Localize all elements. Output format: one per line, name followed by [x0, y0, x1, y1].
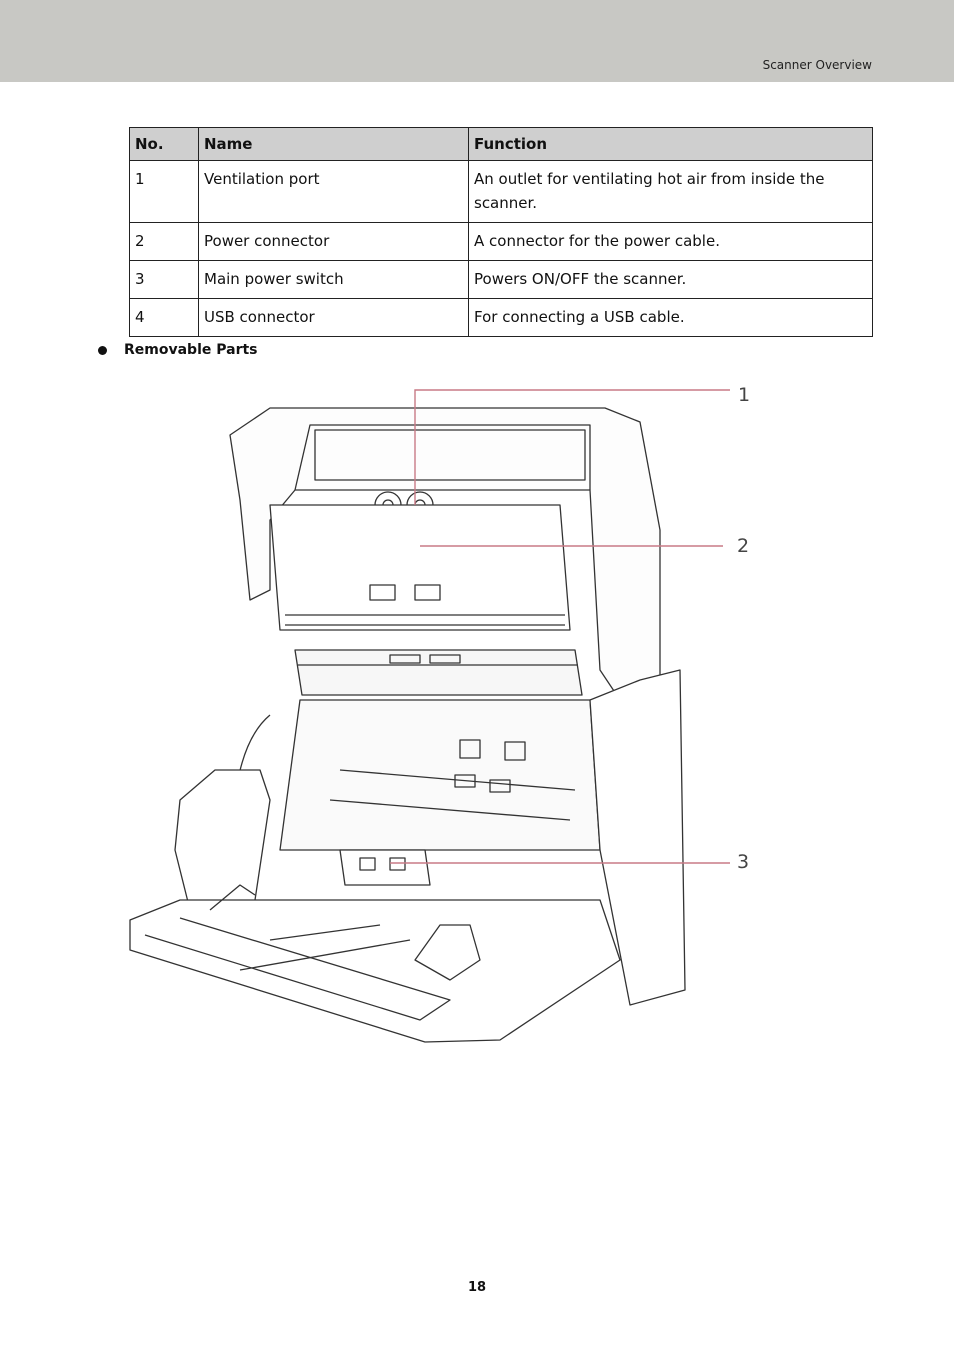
- cell-function: An outlet for ventilating hot air from i…: [468, 160, 873, 223]
- cell-no: 3: [129, 260, 199, 299]
- cell-no: 1: [129, 160, 199, 223]
- table-header-row: No. Name Function: [129, 127, 873, 161]
- callout-2-label: 2: [737, 535, 750, 557]
- callout-1-label: 1: [738, 384, 751, 406]
- cell-no: 2: [129, 222, 199, 261]
- header-title: Scanner Overview: [762, 58, 872, 72]
- cell-name: Power connector: [198, 222, 469, 261]
- cell-name: Main power switch: [198, 260, 469, 299]
- cell-function: For connecting a USB cable.: [468, 298, 873, 337]
- cell-name: Ventilation port: [198, 160, 469, 223]
- scanner-illustration: [129, 389, 730, 1043]
- cell-name: USB connector: [198, 298, 469, 337]
- table-row: 3 Main power switch Powers ON/OFF the sc…: [129, 260, 873, 299]
- column-header-no: No.: [129, 127, 199, 161]
- bullet-icon: [98, 345, 107, 355]
- cell-no: 4: [129, 298, 199, 337]
- page-number: 18: [467, 1280, 487, 1295]
- parts-table: No. Name Function 1 Ventilation port An …: [129, 127, 873, 337]
- table-row: 4 USB connector For connecting a USB cab…: [129, 298, 873, 337]
- cell-function: A connector for the power cable.: [468, 222, 873, 261]
- table-row: 1 Ventilation port An outlet for ventila…: [129, 160, 873, 223]
- column-header-name: Name: [198, 127, 469, 161]
- header-band: Scanner Overview: [0, 0, 954, 82]
- table-row: 2 Power connector A connector for the po…: [129, 222, 873, 261]
- cell-function: Powers ON/OFF the scanner.: [468, 260, 873, 299]
- section-title: Removable Parts: [124, 342, 258, 358]
- callout-3-label: 3: [737, 851, 750, 873]
- column-header-function: Function: [468, 127, 873, 161]
- section-heading: Removable Parts: [98, 342, 258, 358]
